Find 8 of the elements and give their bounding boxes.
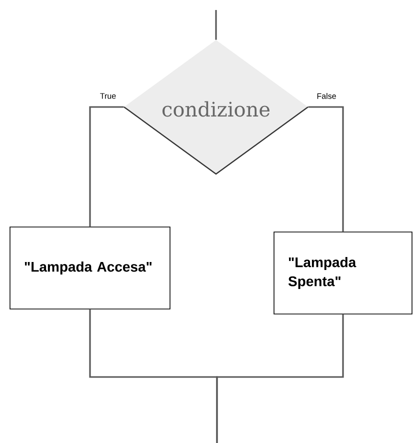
connector-line <box>308 106 344 232</box>
connector-line <box>216 314 344 443</box>
process-box: "Lampada Spenta" <box>274 232 412 314</box>
connector-line <box>89 106 124 227</box>
process-box: "Lampada Accesa" <box>10 226 170 310</box>
connector-line <box>215 10 217 40</box>
edge-label: True <box>100 93 116 99</box>
edge-label: False <box>317 93 336 99</box>
